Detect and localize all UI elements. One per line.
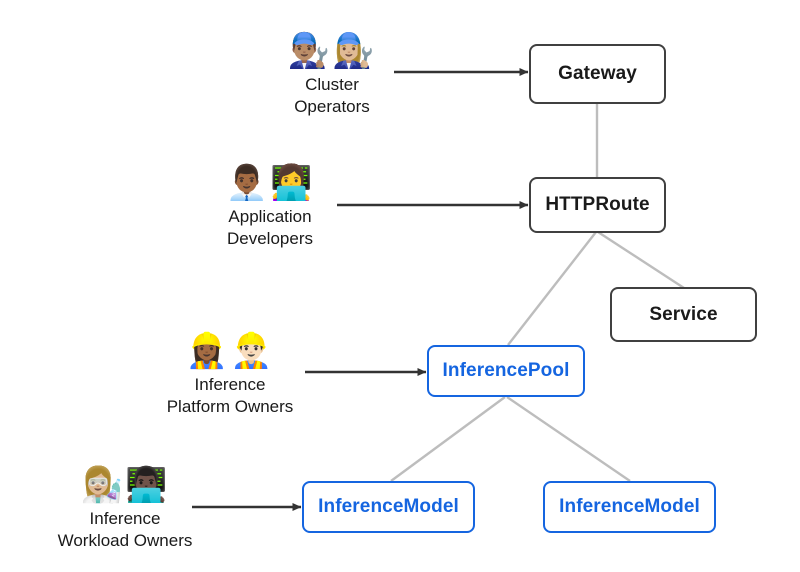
developer-pair-icon: 👨🏾‍💼👩‍💻 (225, 163, 315, 203)
edge-httproute-service (597, 230, 685, 290)
node-inferencemodel-right-label: InferenceModel (559, 496, 700, 517)
node-httproute[interactable]: HTTPRoute (529, 177, 666, 233)
persona-application-developers-label: Application Developers (227, 207, 313, 248)
persona-inference-platform-owners-label: Inference Platform Owners (166, 375, 294, 416)
edge-httproute-inferencepool (507, 231, 597, 346)
node-inferencemodel-left-label: InferenceModel (318, 496, 459, 517)
mechanic-pair-icon: 👨🏽‍🔧👩🏼‍🔧 (287, 31, 377, 71)
node-gateway-label: Gateway (558, 63, 637, 84)
node-service[interactable]: Service (610, 287, 757, 342)
persona-inference-workload-owners-label: Inference Workload Owners (57, 509, 193, 550)
persona-application-developers: 👨🏾‍💼👩‍💻 Application Developers (150, 162, 390, 250)
node-gateway[interactable]: Gateway (529, 44, 666, 104)
persona-inference-workload-owners: 👩🏼‍🔬👨🏿‍💻 Inference Workload Owners (5, 464, 245, 552)
persona-inference-platform-owners: 👷🏾‍♀️👷🏻‍♂️ Inference Platform Owners (110, 330, 350, 418)
persona-cluster-operators-label: Cluster Operators (294, 75, 370, 116)
node-inferencepool-label: InferencePool (442, 360, 570, 381)
node-service-label: Service (649, 303, 718, 325)
workload-owner-pair-icon: 👩🏼‍🔬👨🏿‍💻 (80, 465, 170, 505)
node-httproute-label: HTTPRoute (545, 194, 650, 215)
construction-worker-pair-icon: 👷🏾‍♀️👷🏻‍♂️ (185, 331, 275, 371)
edge-inferencepool-inferencemodel-right (506, 396, 631, 482)
node-inferencemodel-left[interactable]: InferenceModel (302, 481, 475, 533)
edge-inferencepool-inferencemodel-left (390, 396, 506, 482)
node-inferencemodel-right[interactable]: InferenceModel (543, 481, 716, 533)
node-inferencepool[interactable]: InferencePool (427, 345, 585, 397)
persona-cluster-operators: 👨🏽‍🔧👩🏼‍🔧 Cluster Operators (212, 30, 452, 118)
